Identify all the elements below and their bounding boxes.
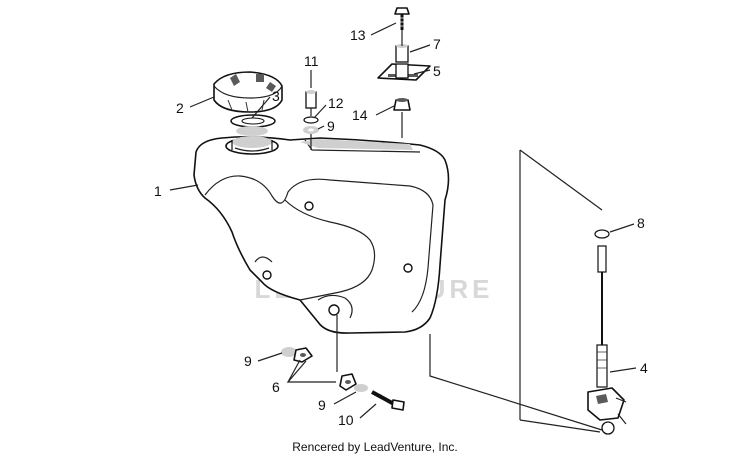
callout-12: 12 [328,95,344,111]
callout-9-lower-right: 9 [318,397,326,413]
callout-14: 14 [352,107,368,123]
cap-gasket[interactable] [230,114,276,136]
callout-6: 6 [272,379,280,395]
callout-3: 3 [272,88,280,104]
callout-11: 11 [304,53,319,69]
callout-8: 8 [637,215,645,231]
callout-1: 1 [154,183,162,199]
callout-10: 10 [338,412,354,428]
bracket-5[interactable] [377,63,431,81]
washer-9-upper[interactable] [303,126,319,134]
callout-labels: 1 2 3 4 5 6 7 8 9 9 9 10 11 12 13 14 [154,27,648,428]
callout-7: 7 [433,36,441,52]
grommet-14[interactable] [393,98,411,111]
fuel-tank[interactable] [193,136,450,334]
spacer-7[interactable] [395,44,409,63]
bolt-10[interactable] [371,390,405,411]
callout-2: 2 [176,100,184,116]
callout-9-upper: 9 [327,118,335,134]
footer-credit: Rencered by LeadVenture, Inc. [292,440,458,454]
washer-9-lower-left[interactable] [281,347,297,357]
callout-4: 4 [640,360,648,376]
fuel-cock[interactable] [587,229,627,435]
washer-9-lower-right[interactable] [354,384,368,392]
bolt-13[interactable] [394,7,410,30]
leader-lines [169,22,637,433]
washer-12[interactable] [303,116,319,124]
bushing-6-left[interactable] [293,347,313,363]
screw-11[interactable] [305,90,317,109]
callout-9-lower-left: 9 [244,353,252,369]
callout-5: 5 [433,63,441,79]
callout-13: 13 [350,27,366,43]
bushing-6-right[interactable] [339,373,357,391]
